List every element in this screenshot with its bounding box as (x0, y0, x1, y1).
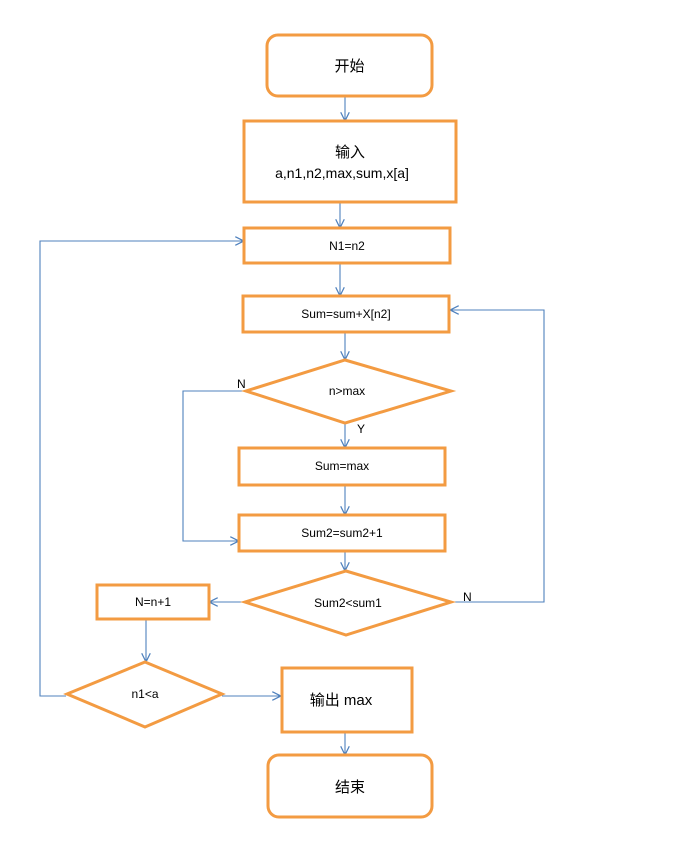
connectors (39, 96, 545, 754)
input-vars: a,n1,n2,max,sum,x[a] (275, 165, 409, 181)
edge-condsum2-no (451, 310, 545, 603)
cond-max-label: n>max (329, 384, 365, 398)
cond-n1-label: n1<a (131, 687, 158, 701)
output-label: 输出 max (310, 692, 373, 709)
edge-label-max-no: N (237, 377, 246, 391)
sum-update-node: Sum=sum+X[n2] (241, 294, 451, 334)
assign-n1-label: N1=n2 (329, 239, 365, 253)
input-node: 输入 a,n1,n2,max,sum,x[a] (242, 119, 458, 204)
sum-update-label: Sum=sum+X[n2] (301, 307, 390, 321)
edge-label-sum2-no: N (463, 590, 472, 604)
edge-condmax-no (182, 390, 248, 541)
assign-n1-node: N1=n2 (242, 226, 452, 265)
start-node: 开始 (265, 33, 434, 98)
end-node: 结束 (266, 753, 434, 819)
input-title: 输入 (335, 144, 365, 161)
cond-sum2-decision: Sum2<sum1 (240, 569, 457, 637)
end-label: 结束 (335, 779, 365, 796)
cond-n1-decision: n1<a (63, 660, 226, 729)
output-node: 输出 max (280, 666, 414, 734)
n-incr-label: N=n+1 (135, 595, 171, 609)
edge-label-max-yes: Y (357, 422, 365, 436)
start-label: 开始 (334, 58, 364, 75)
sum2-incr-label: Sum2=sum2+1 (301, 526, 383, 540)
cond-max-decision: n>max (241, 358, 457, 425)
set-sum-max-node: Sum=max (237, 446, 447, 487)
sum2-incr-node: Sum2=sum2+1 (237, 513, 447, 553)
edge-condn1-loop (39, 241, 243, 697)
n-incr-node: N=n+1 (95, 583, 211, 621)
set-sum-max-label: Sum=max (315, 459, 369, 473)
cond-sum2-label: Sum2<sum1 (314, 596, 382, 610)
